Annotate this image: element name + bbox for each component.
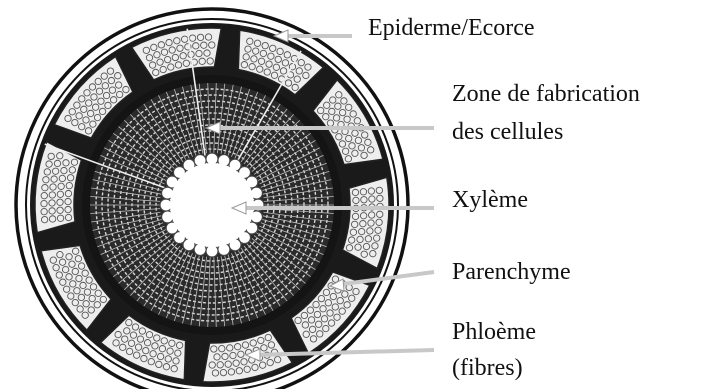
label-xyleme: Xylème <box>452 186 528 214</box>
pith-edge-cells <box>160 153 264 257</box>
label-phloeme-line1: Phloème <box>452 318 536 346</box>
label-epiderme: Epiderme/Ecorce <box>368 14 535 42</box>
label-phloeme-line2: (fibres) <box>452 354 523 382</box>
label-parenchyme: Parenchyme <box>452 258 571 286</box>
label-zone-line1: Zone de fabrication <box>452 80 640 108</box>
label-zone-line2: des cellules <box>452 118 563 146</box>
